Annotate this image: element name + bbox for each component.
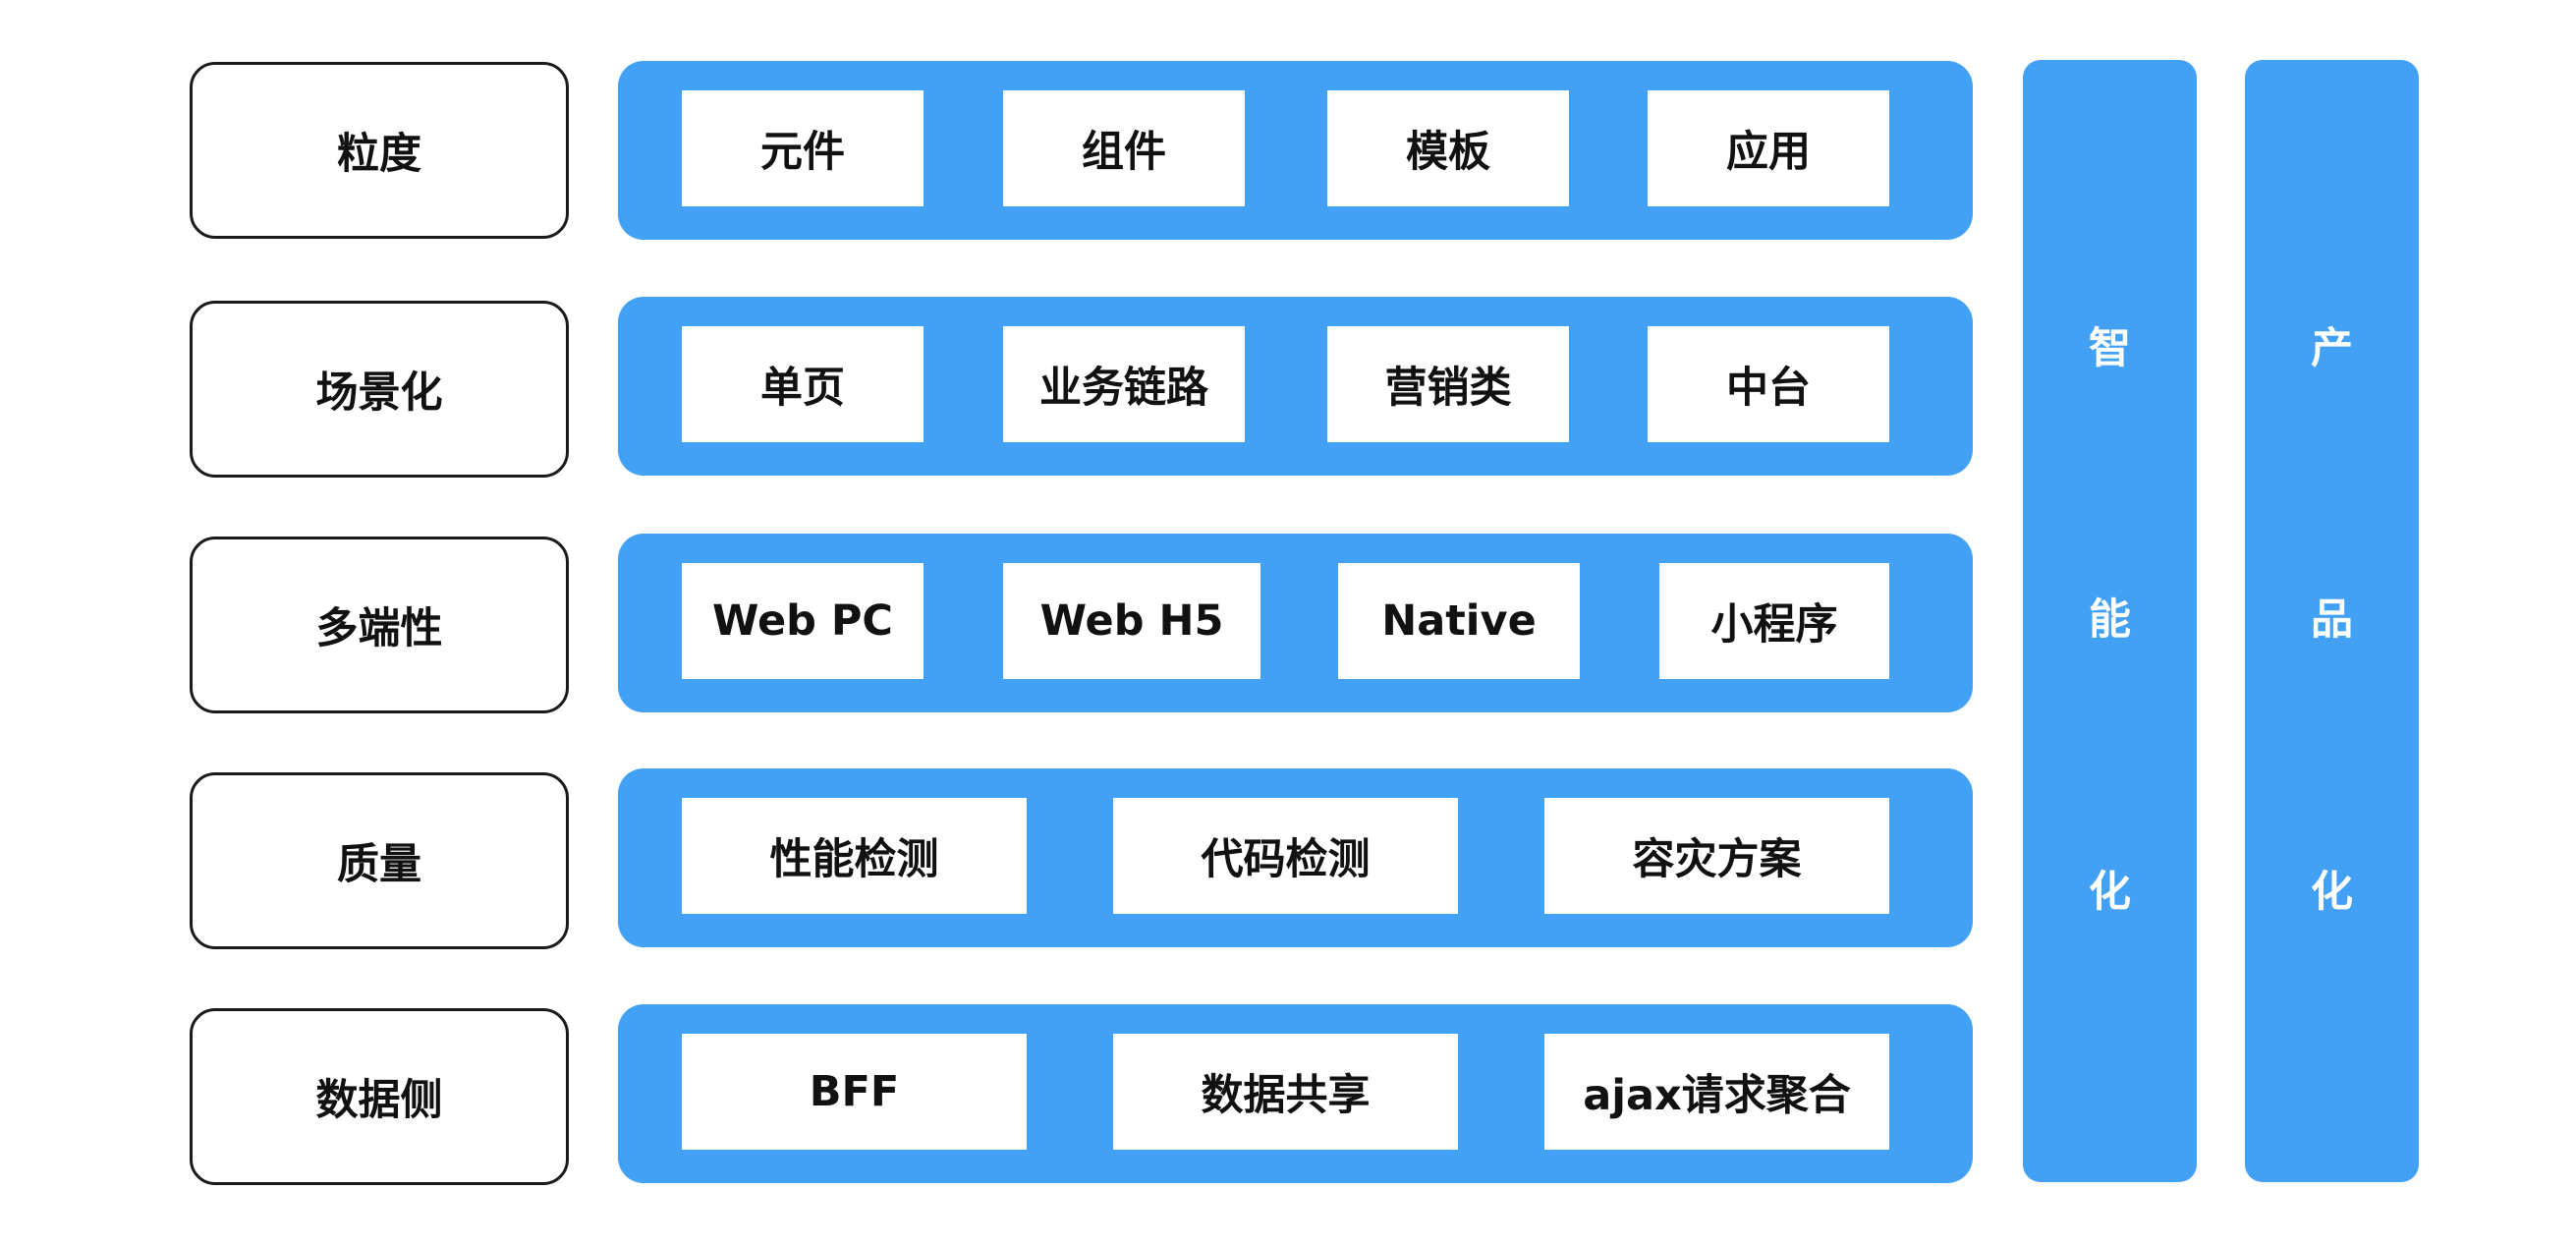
row-label-scenario: 场景化	[190, 301, 569, 478]
cell-web-pc: Web PC	[682, 563, 924, 679]
pillar-intelligent-char-2: 能	[2089, 595, 2131, 645]
cell-marketing: 营销类	[1327, 326, 1569, 442]
pillar-productization-char-3: 化	[2311, 868, 2353, 917]
cell-application: 应用	[1648, 90, 1889, 206]
cell-ajax-aggregation: ajax请求聚合	[1544, 1034, 1889, 1150]
cell-component-element: 元件	[682, 90, 924, 206]
cell-web-h5: Web H5	[1003, 563, 1260, 679]
pillar-intelligent: 智 能 化	[2023, 60, 2197, 1182]
pillar-productization: 产 品 化	[2245, 60, 2419, 1182]
cell-mini-program: 小程序	[1659, 563, 1889, 679]
cell-code-check: 代码检测	[1113, 798, 1458, 914]
row-band-granularity: 元件 组件 模板 应用	[618, 61, 1973, 240]
pillar-productization-char-1: 产	[2311, 324, 2353, 373]
cell-data-sharing: 数据共享	[1113, 1034, 1458, 1150]
cell-native: Native	[1338, 563, 1580, 679]
row-label-quality: 质量	[190, 772, 569, 949]
cell-business-chain: 业务链路	[1003, 326, 1245, 442]
pillar-intelligent-char-3: 化	[2089, 868, 2131, 917]
pillar-productization-char-2: 品	[2311, 595, 2353, 645]
cell-single-page: 单页	[682, 326, 924, 442]
pillar-intelligent-char-1: 智	[2089, 324, 2131, 373]
cell-component: 组件	[1003, 90, 1245, 206]
row-band-multi-platform: Web PC Web H5 Native 小程序	[618, 534, 1973, 712]
row-band-quality: 性能检测 代码检测 容灾方案	[618, 768, 1973, 947]
row-label-granularity: 粒度	[190, 62, 569, 239]
row-band-data-side: BFF 数据共享 ajax请求聚合	[618, 1004, 1973, 1183]
cell-template: 模板	[1327, 90, 1569, 206]
row-label-data-side: 数据侧	[190, 1008, 569, 1185]
row-label-multi-platform: 多端性	[190, 537, 569, 713]
cell-middle-platform: 中台	[1648, 326, 1889, 442]
cell-disaster-recovery: 容灾方案	[1544, 798, 1889, 914]
cell-performance-check: 性能检测	[682, 798, 1027, 914]
row-band-scenario: 单页 业务链路 营销类 中台	[618, 297, 1973, 476]
cell-bff: BFF	[682, 1034, 1027, 1150]
